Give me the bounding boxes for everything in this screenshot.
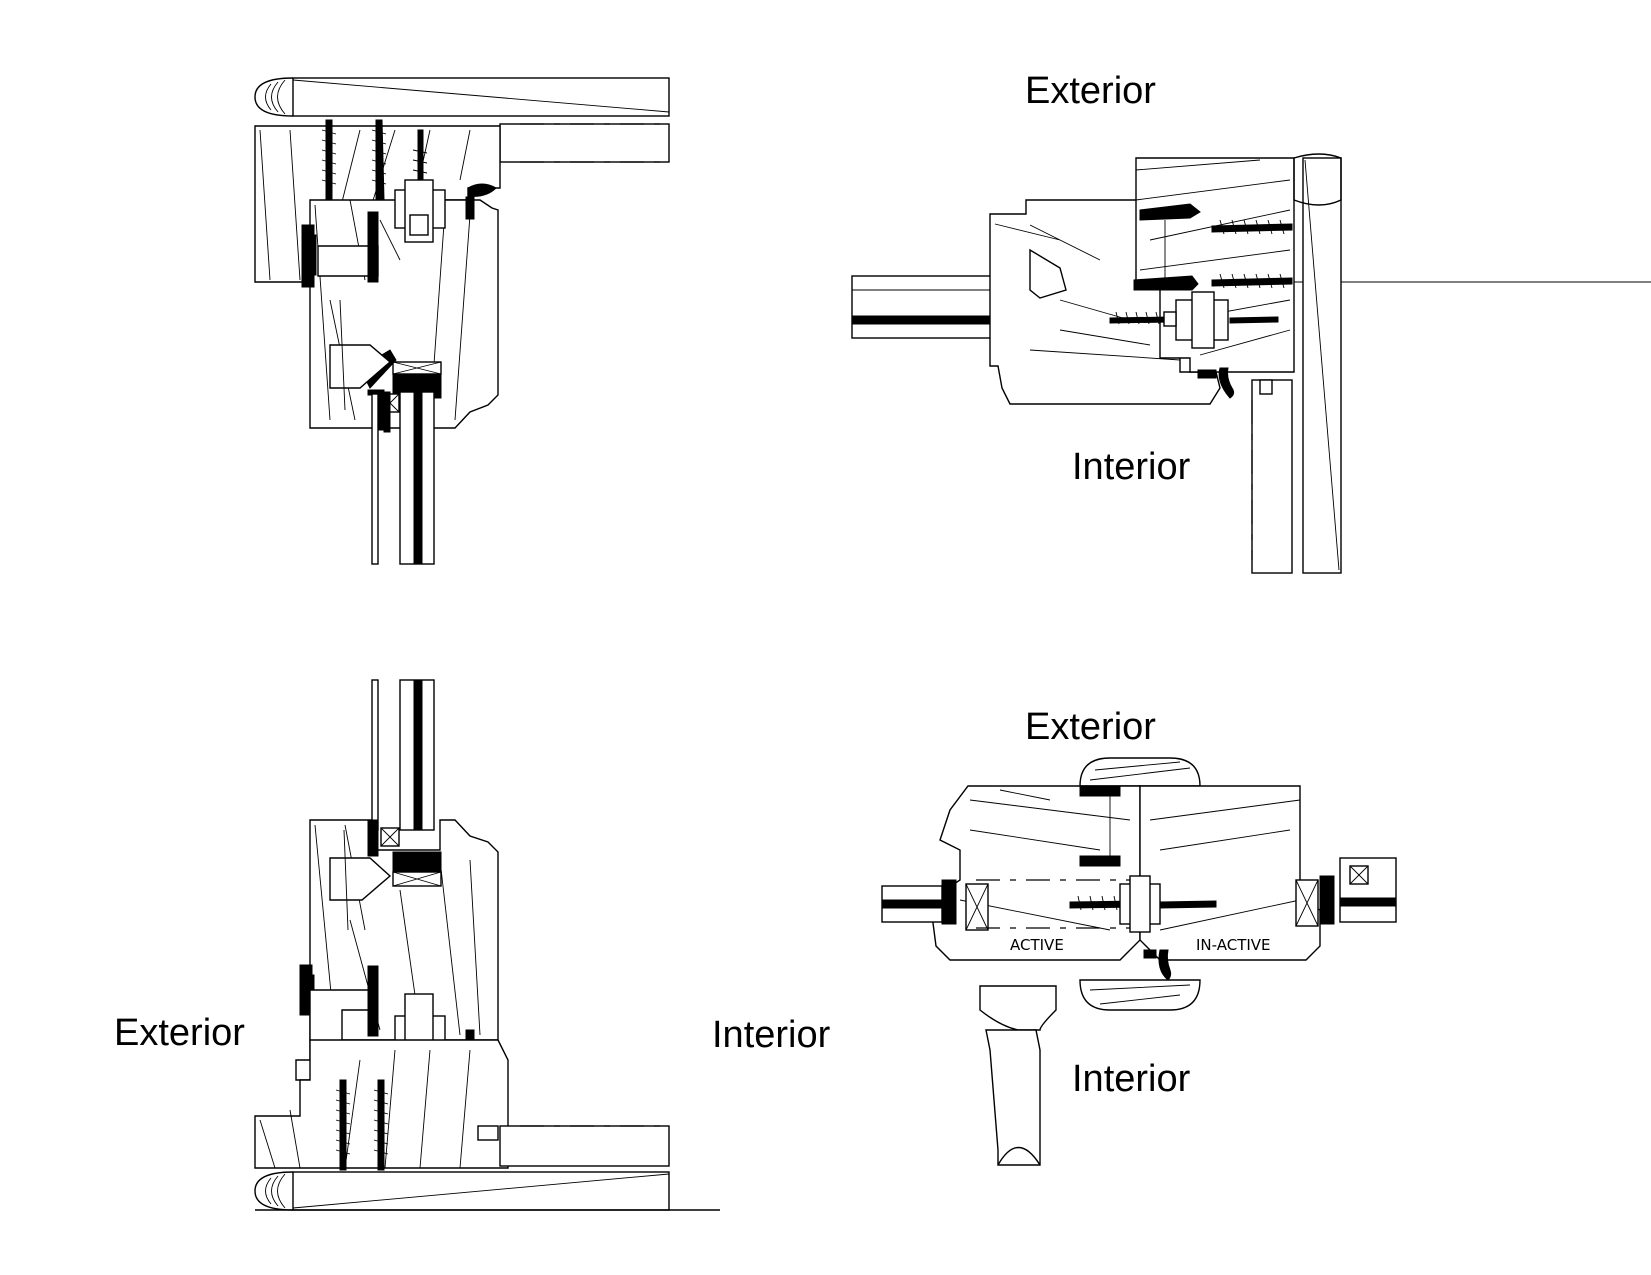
- screw-icon: [1211, 219, 1293, 235]
- head-section-detail: [254, 77, 670, 565]
- meeting-stile-section-detail: ACTIVE IN-ACTIVE: [881, 757, 1397, 1166]
- screw-icon: [335, 1079, 351, 1171]
- bottom-right-interior-label: Interior: [1072, 1058, 1191, 1100]
- sill-section-detail: [254, 679, 720, 1211]
- bottom-left-interior-label: Interior: [712, 1014, 831, 1056]
- jamb-section-detail: [851, 153, 1651, 574]
- screw-icon: [373, 1079, 389, 1171]
- top-right-exterior-label: Exterior: [1025, 70, 1156, 112]
- active-label: ACTIVE: [1010, 936, 1064, 954]
- handle-icon: [979, 985, 1057, 1166]
- bottom-left-exterior-label: Exterior: [114, 1012, 245, 1054]
- screw-icon: [1211, 273, 1293, 289]
- top-right-interior-label: Interior: [1072, 446, 1191, 488]
- bottom-right-exterior-label: Exterior: [1025, 706, 1156, 748]
- inactive-label: IN-ACTIVE: [1196, 936, 1271, 954]
